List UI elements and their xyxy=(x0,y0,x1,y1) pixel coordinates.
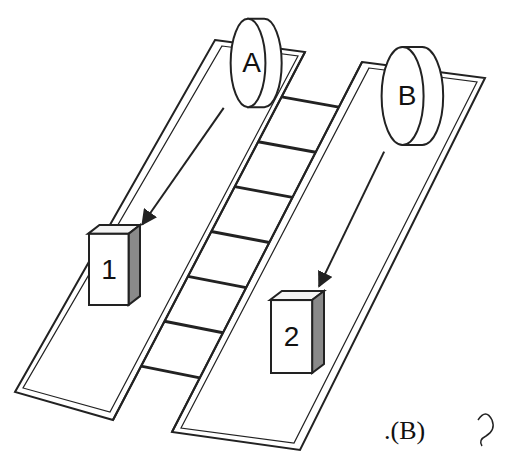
wheel-letter: B xyxy=(398,82,417,110)
squiggle-mark xyxy=(478,414,493,446)
block: 1 xyxy=(88,224,140,306)
wheel-letter: A xyxy=(242,49,261,77)
motion-arrow xyxy=(319,152,384,287)
option-label: .(B) xyxy=(384,416,425,446)
wheel: A xyxy=(226,16,284,110)
wheel: B xyxy=(376,44,446,148)
ladder-rung xyxy=(235,187,293,198)
ladder-rung xyxy=(188,276,246,287)
block-number: 1 xyxy=(101,256,117,284)
ladder-rungs xyxy=(141,97,339,378)
block-number: 2 xyxy=(284,323,300,351)
motion-arrow xyxy=(142,108,223,225)
ladder-rung xyxy=(282,97,339,107)
ladder-rung xyxy=(258,142,315,152)
ladder-rung xyxy=(211,232,269,243)
ladder-rung xyxy=(141,366,200,378)
ladder-rung xyxy=(165,321,223,332)
block: 2 xyxy=(270,290,324,374)
